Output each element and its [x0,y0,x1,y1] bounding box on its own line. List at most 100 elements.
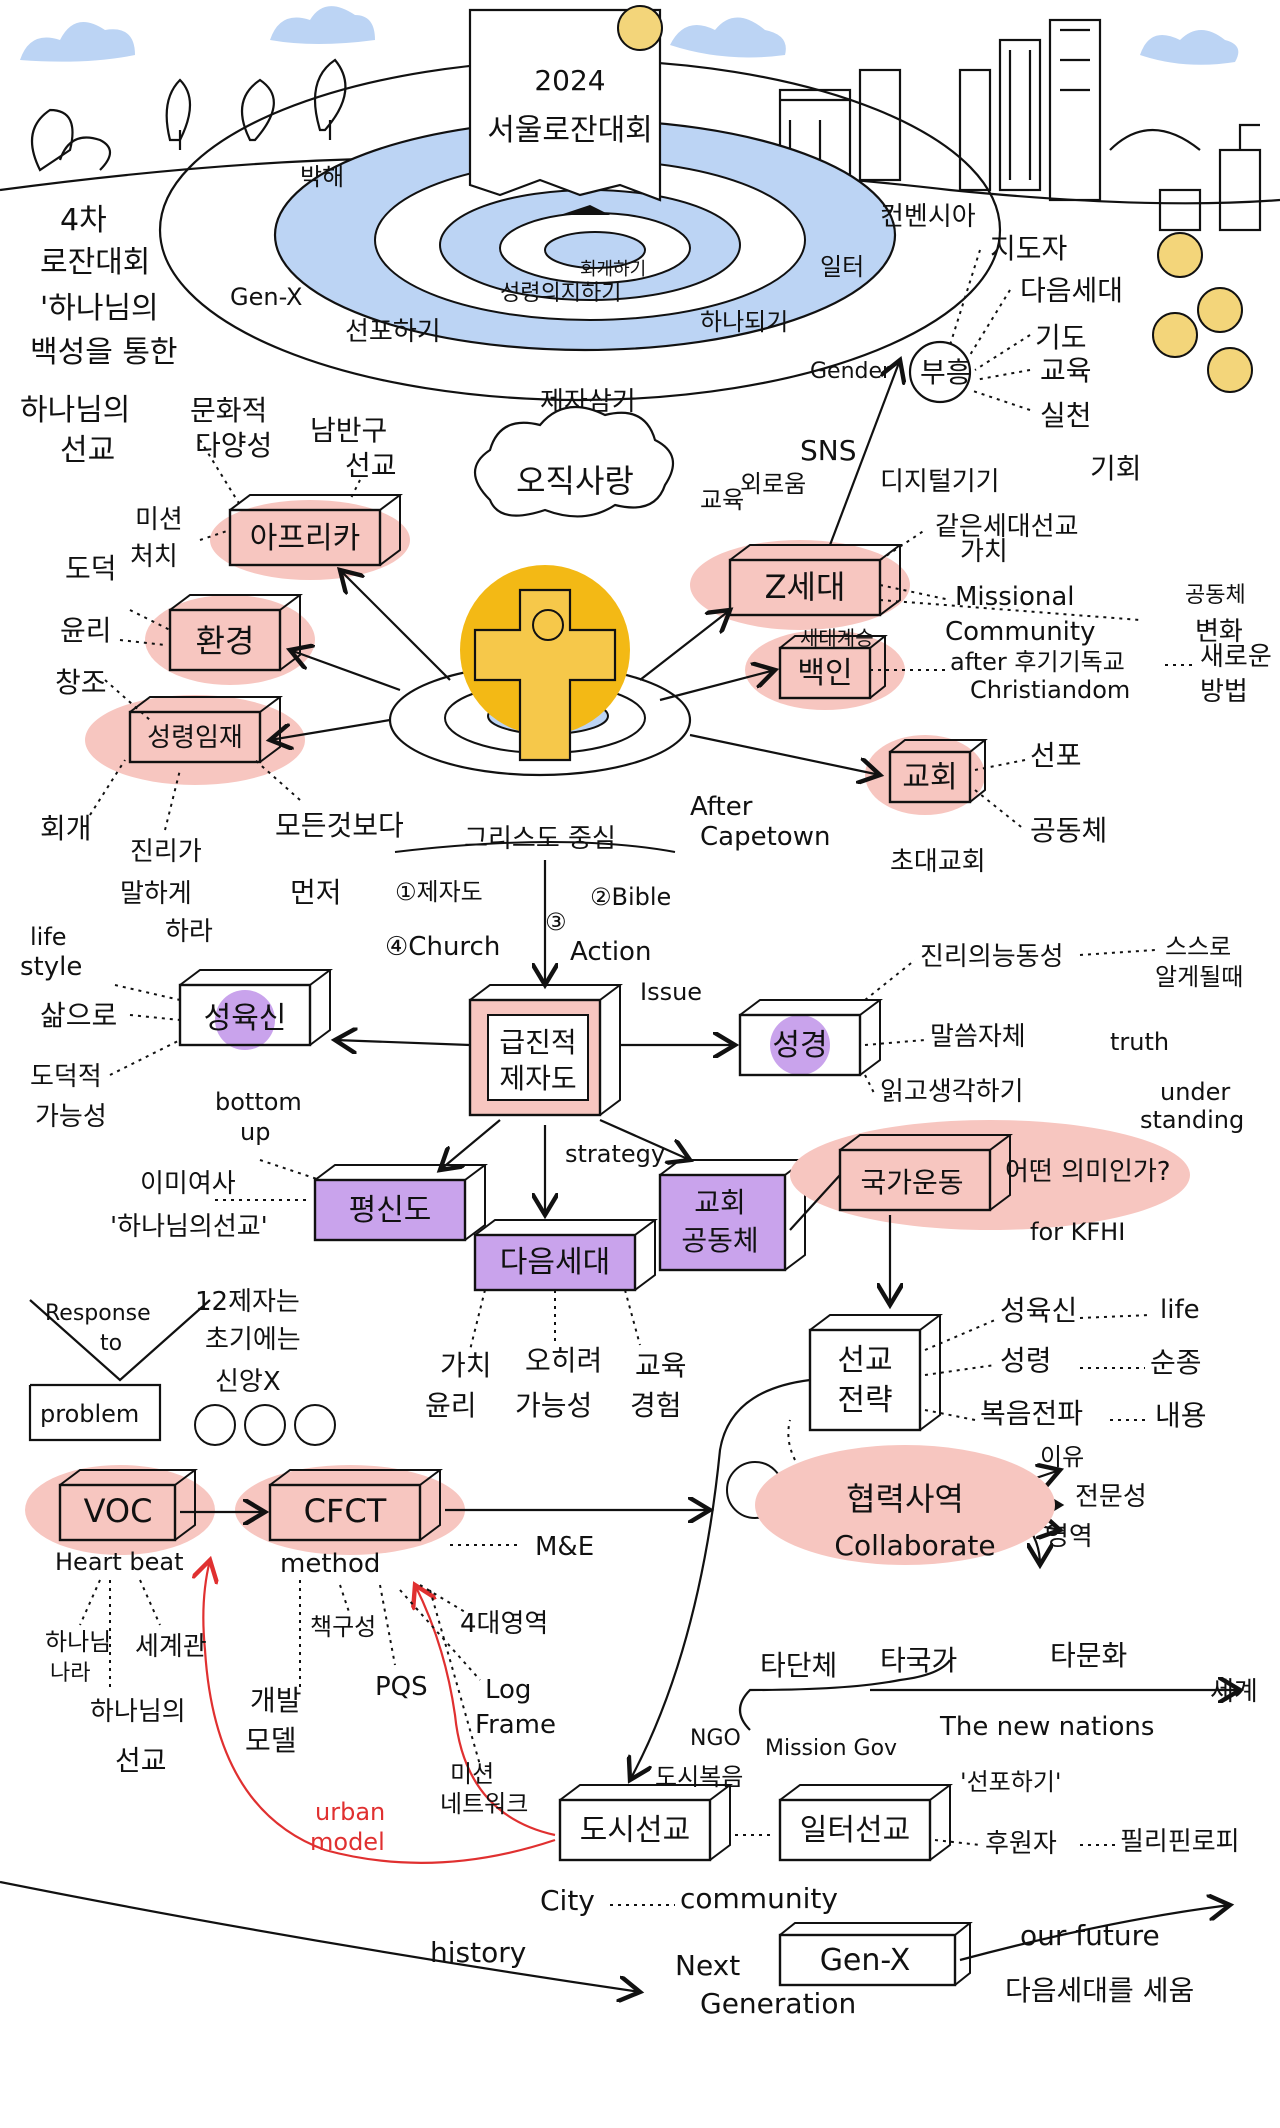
lbl-south-2: 선교 [345,449,397,482]
box-community-label-2: 공동체 [681,1224,758,1257]
lbl-south-1: 남반구 [310,414,387,447]
lbl-city-en: City [540,1884,595,1917]
intro-line-3: '하나님의 [40,291,159,326]
box-africa-label: 아프리카 [250,521,360,556]
lbl-obey: 순종 [1150,1346,1202,1379]
lbl-self-know-2: 알게될때 [1155,963,1243,991]
lbl-edu: 교육 [700,486,744,514]
lbl-culture-1: 문화적 [190,394,267,427]
lbl-mission-post-2: 처치 [130,542,178,572]
box-genx-label: Gen-X [820,1943,911,1978]
label-holyspirit-inner: 성령의지하기 [500,281,621,306]
lbl-raise: 다음세대를 세움 [1005,1974,1194,2007]
lbl-meaning: 어떤 의미인가? [1005,1157,1171,1187]
box-cfct-label: CFCT [304,1492,387,1530]
lbl-heartbeat: Heart beat [55,1548,184,1576]
lbl-moral-possible-1: 도덕적 [30,1062,102,1092]
box-voc-label: VOC [84,1492,153,1530]
lbl-me: M&E [535,1532,594,1562]
lbl-truth-power: 진리의능동성 [920,942,1064,972]
box-next-label: 다음세대 [500,1245,610,1280]
intro-line-6: 선교 [60,433,115,468]
lbl-lonely: 외로움 [740,470,806,498]
lbl-region: 영역 [1045,1522,1093,1552]
lbl-dev-model-1: 개발 [250,1684,302,1717]
lbl-rather-1: 오히려 [525,1344,602,1377]
lbl-incarnation-life: life [1160,1295,1200,1325]
lbl-ngo: NGO [690,1726,741,1751]
lbl-education: 교육 [1040,354,1092,387]
lbl-culture-2: 다양성 [195,429,272,462]
lbl-god-kingdom-1: 하나님 [45,1628,111,1656]
lbl-holyspirit: 성령 [1000,1344,1052,1377]
lbl-word-itself: 말씀자체 [930,1022,1026,1052]
lbl-urban-1: urban [315,1798,385,1826]
lbl-twelve-2: 초기에는 [205,1325,301,1355]
lbl-truth-2: 말하게 [120,879,192,909]
lbl-world: 세계 [1210,1677,1258,1707]
label-workplace-spiral: 일터 [820,253,864,281]
lbl-god-kingdom-2: 나라 [50,1661,90,1686]
banner [470,6,662,215]
lbl-prayer: 기도 [1035,321,1087,354]
intro-line-2: 로잔대회 [40,245,150,280]
box-mission-label-2: 전략 [837,1383,892,1418]
lbl-gen-inherit: 세대계승 [800,626,874,650]
lbl-city-gospel: 도시복음 [655,1763,743,1791]
lbl-bottom-up-1: bottom [215,1088,302,1116]
box-work-label: 일터선교 [800,1813,910,1848]
lbl-digital: 디지털기기 [880,467,1000,497]
lbl-pqs: PQS [375,1672,428,1702]
lbl-after-christ-2: Christiandom [970,676,1130,704]
lbl-philippines: 필리핀로피 [1120,1827,1240,1857]
box-disciple-label-2: 제자도 [499,1062,576,1095]
lbl-first-1: 모든것보다 [275,809,404,842]
lbl-reason: 이유 [1040,1443,1084,1471]
lbl-god-mission: '하나님의선교' [110,1212,268,1242]
label-convensia: 컨벤시아 [880,202,976,232]
lbl-faith-x: 신앙X [215,1367,281,1397]
lbl-for-kfhi: for KFHI [1030,1218,1125,1246]
lbl-urban-2: model [310,1828,385,1856]
lbl-value-eth-1: 가치 [440,1349,492,1382]
numbered-3: ③ [545,908,567,936]
box-city-label: 도시선교 [580,1813,690,1848]
after-capetown-2: Capetown [700,822,830,852]
lbl-living: 삶으로 [40,999,117,1032]
lbl-value-eth-2: 윤리 [425,1389,477,1422]
lbl-log-2: Frame [475,1710,556,1740]
box-back-label: 백인 [797,656,852,691]
lbl-understanding-2: standing [1140,1106,1244,1134]
lbl-moral: 도덕 [65,552,117,585]
lbl-new-nations: The new nations [939,1712,1154,1742]
numbered-3b: Action [570,937,651,967]
lbl-worldview: 세계관 [135,1632,207,1662]
center-caption: 그리스도 중심 [464,824,616,854]
label-proclaim-spiral: 선포하기 [345,317,441,347]
label-persecution: 박해 [300,163,344,191]
lbl-other-body: 타단체 [760,1649,837,1682]
lbl-lifestyle-1: life [30,923,67,951]
lbl-missional-2: Community [945,617,1095,647]
lbl-communal: 공동체 [1030,814,1107,847]
lbl-nextgen: 다음세대 [1020,274,1123,307]
box-mission-label-1: 선교 [837,1343,892,1378]
lbl-four-area: 4대영역 [460,1609,548,1639]
lbl-proclaim2: '선포하기' [960,1768,1062,1796]
box-global-label: 국가운동 [860,1166,963,1199]
lbl-value: 가치 [960,537,1008,567]
lbl-god-mission2-1: 하나님의 [90,1697,186,1727]
intro-line-1: 4차 [60,203,107,238]
lbl-incarnation-sub: 성육신 [1000,1294,1077,1327]
lbl-moral-possible-2: 가능성 [35,1102,107,1132]
lbl-first-2: 먼저 [290,876,342,909]
lbl-history: history [430,1936,526,1969]
lbl-mission-net-1: 미션 [450,1760,494,1788]
lbl-other-culture: 타문화 [1050,1639,1127,1672]
lbl-method: method [280,1549,380,1579]
numbered-4: ④Church [385,932,500,962]
lbl-response-1: Response [45,1301,151,1326]
numbered-1: ①제자도 [395,878,483,906]
lbl-strategy: strategy [565,1140,665,1168]
